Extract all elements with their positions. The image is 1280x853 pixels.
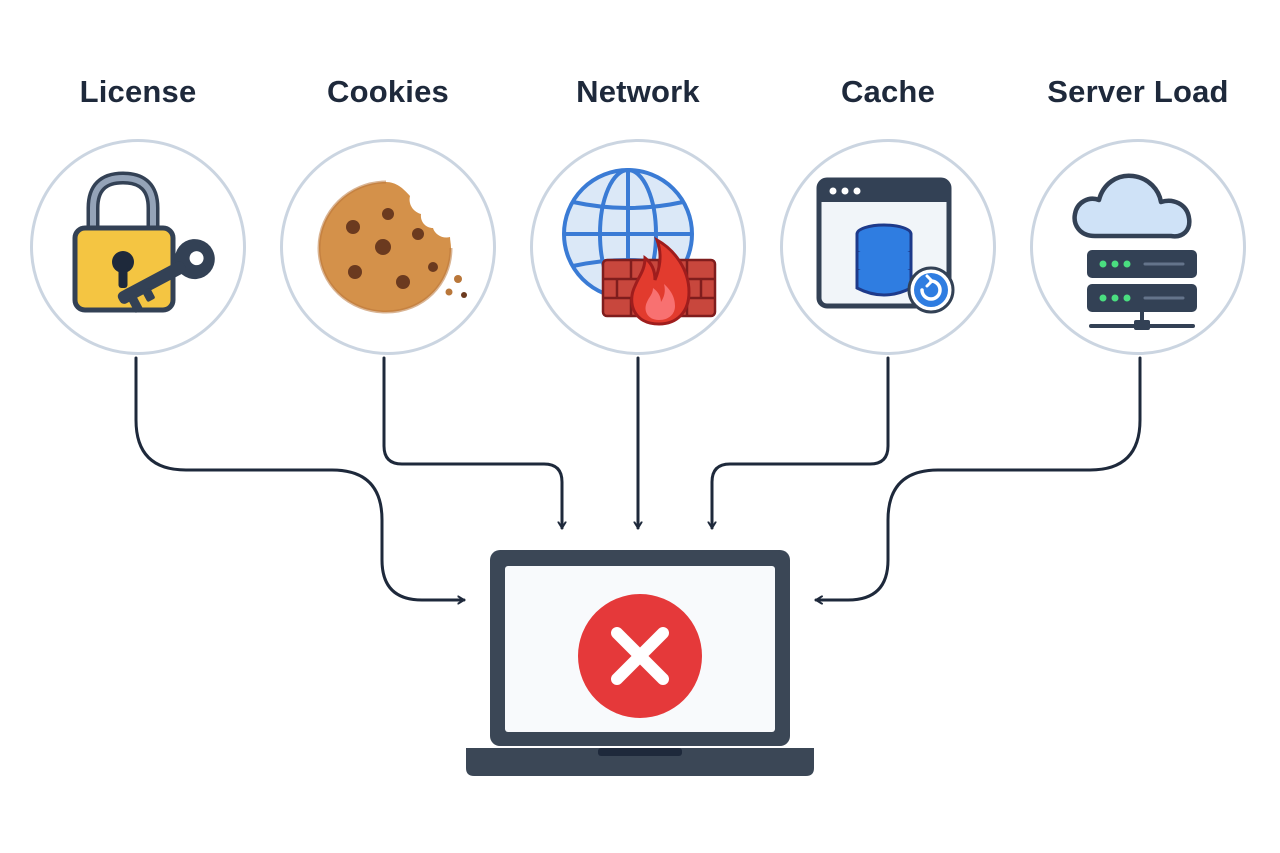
laptop-base <box>466 748 814 776</box>
cloud-server-icon <box>1072 173 1197 330</box>
node-network <box>530 139 746 355</box>
error-x-icon <box>611 627 669 685</box>
node-label-cookies: Cookies <box>327 74 449 109</box>
node-license <box>30 139 246 355</box>
node-label-license: License <box>79 74 197 109</box>
connector-cache <box>712 356 890 530</box>
node-cookies <box>280 139 496 355</box>
node-cache <box>780 139 996 355</box>
connector-server-load <box>814 356 1142 600</box>
globe-firewall-icon <box>562 168 717 326</box>
node-label-server-load: Server Load <box>1047 74 1229 109</box>
node-server-load <box>1030 139 1246 355</box>
browser-database-icon <box>816 177 955 314</box>
node-label-cache: Cache <box>840 74 936 109</box>
node-label-network: Network <box>576 74 700 109</box>
connector-cookies <box>382 356 562 530</box>
connector-license <box>134 356 466 600</box>
padlock-key-icon <box>72 171 215 313</box>
cookie-icon <box>317 180 467 314</box>
